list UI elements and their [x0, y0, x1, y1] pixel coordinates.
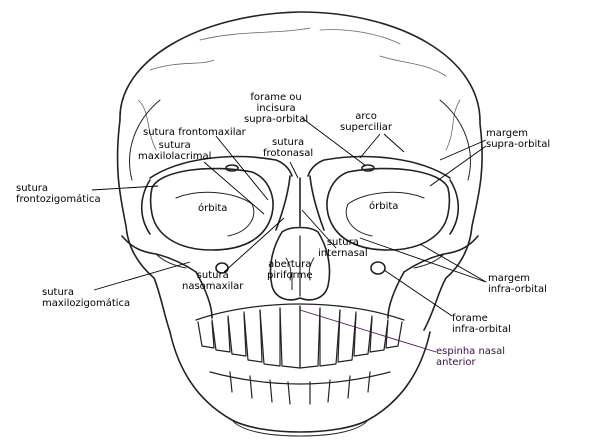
label-margem-infraorbital: margem infra-orbital	[488, 273, 547, 295]
infraorbital-foramen	[371, 262, 385, 274]
label-line: nasomaxilar	[182, 281, 243, 292]
label-line: frontozigomática	[16, 194, 101, 205]
label-line: superciliar	[340, 122, 392, 133]
label-sutura-frontomaxilar: sutura frontomaxilar	[143, 127, 246, 138]
leader-frontozigomatica	[92, 186, 158, 190]
label-line: supra-orbital	[244, 114, 308, 125]
label-line: piriforme	[267, 270, 312, 281]
label-sutura-maxilolacrimal: sutura maxilolacrimal	[138, 140, 211, 162]
label-sutura-frontozigomatica: sutura frontozigomática	[16, 183, 101, 205]
label-arco-superciliar: arco superciliar	[340, 111, 392, 133]
lower-teeth	[210, 372, 390, 404]
label-forame-infraorbital: forame infra-orbital	[452, 313, 511, 335]
label-sutura-maxilozigomatica: sutura maxilozigomática	[42, 287, 130, 309]
label-line: margem	[486, 128, 550, 139]
label-line: sutura	[263, 137, 313, 148]
label-line: forame ou	[244, 92, 308, 103]
label-line: sutura	[42, 287, 130, 298]
label-sutura-internasal: sutura internasal	[318, 237, 368, 259]
label-line: margem	[488, 273, 547, 284]
label-line: maxilozigomática	[42, 298, 130, 309]
label-orbita-esquerda: órbita	[369, 201, 398, 212]
skull-drawing	[118, 12, 483, 436]
label-abertura-piriforme: abertura piriforme	[267, 259, 312, 281]
label-line: anterior	[436, 357, 505, 368]
label-line: infra-orbital	[452, 324, 511, 335]
label-line: maxilolacrimal	[138, 151, 211, 162]
label-margem-supraorbital: margem supra-orbital	[486, 128, 550, 150]
label-line: sutura	[138, 140, 211, 151]
label-line: internasal	[318, 248, 368, 259]
leader-margem-supraorbital-1	[440, 140, 486, 160]
label-line: supra-orbital	[486, 139, 550, 150]
label-line: arco	[340, 111, 392, 122]
label-line: forame	[452, 313, 511, 324]
label-line: incisura	[244, 103, 308, 114]
label-orbita-direita: órbita	[198, 203, 227, 214]
leader-arco-superciliar-1	[360, 134, 380, 158]
label-line: sutura	[318, 237, 368, 248]
label-line: órbita	[369, 201, 398, 212]
label-sutura-nasomaxilar: sutura nasomaxilar	[182, 270, 243, 292]
label-line: espinha nasal	[436, 346, 505, 357]
label-forame-supraorbital: forame ou incisura supra-orbital	[244, 92, 308, 125]
cranium-outline	[120, 12, 482, 330]
label-line: sutura frontomaxilar	[143, 127, 246, 138]
label-line: frotonasal	[263, 148, 313, 159]
leader-arco-superciliar-2	[384, 134, 404, 152]
label-line: infra-orbital	[488, 284, 547, 295]
label-line: sutura	[16, 183, 101, 194]
label-espinha-nasal-anterior: espinha nasal anterior	[436, 346, 505, 368]
label-line: abertura	[267, 259, 312, 270]
label-line: sutura	[182, 270, 243, 281]
upper-teeth	[196, 304, 404, 368]
nasal-bones	[276, 176, 324, 230]
label-line: órbita	[198, 203, 227, 214]
leader-margem-infraorbital-1	[360, 238, 486, 282]
label-sutura-frontonasal: sutura frotonasal	[263, 137, 313, 159]
